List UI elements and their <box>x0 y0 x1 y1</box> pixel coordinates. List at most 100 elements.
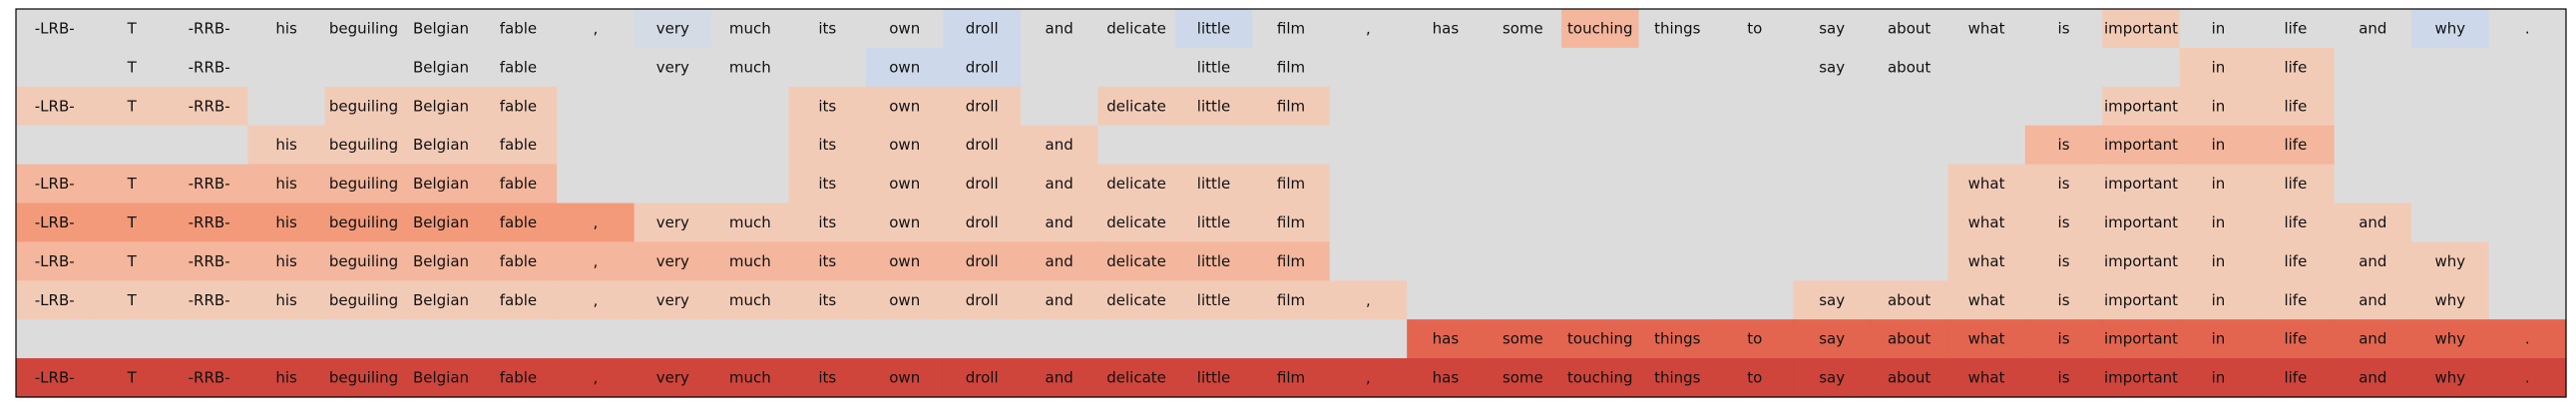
cell-token-label: say <box>1819 19 1845 37</box>
cell-token-label: about <box>1888 291 1931 309</box>
cell-token-label: film <box>1277 369 1305 387</box>
heatmap-cell <box>866 319 945 359</box>
heatmap-cell <box>2488 47 2567 88</box>
cell-token-label: touching <box>1567 369 1633 387</box>
heatmap-cell <box>866 164 945 205</box>
heatmap-cell <box>1793 86 1872 127</box>
heatmap-cell <box>788 125 867 166</box>
cell-token-label: say <box>1819 291 1845 309</box>
heatmap-cell <box>1793 9 1872 49</box>
heatmap-cell <box>93 9 172 49</box>
heatmap-cell <box>1097 358 1176 398</box>
heatmap-cell <box>479 47 558 88</box>
heatmap-cell <box>479 203 558 242</box>
heatmap-cell <box>634 9 712 49</box>
cell-token-label: his <box>275 291 297 309</box>
cell-token-label: life <box>2284 58 2307 76</box>
cell-token-label: delicate <box>1106 97 1166 115</box>
heatmap-cell <box>1097 86 1176 127</box>
cell-token-label: and <box>2359 252 2386 270</box>
heatmap-cell <box>1174 47 1253 88</box>
heatmap-cell <box>557 358 636 398</box>
cell-token-label: Belgian <box>413 369 469 387</box>
cell-token-label: and <box>1046 175 1073 193</box>
cell-token-label: -RRB- <box>189 291 230 309</box>
heatmap-cell <box>788 203 867 242</box>
cell-token-label: much <box>729 252 771 270</box>
heatmap-cell <box>170 280 248 320</box>
cell-token-label: about <box>1888 19 1931 37</box>
cell-token-label: T <box>127 97 138 115</box>
cell-token-label: T <box>127 252 138 270</box>
heatmap-cell <box>479 358 558 398</box>
cell-token-label: about <box>1888 369 1931 387</box>
heatmap-cell <box>943 280 1022 320</box>
cell-token-label: droll <box>966 291 999 309</box>
heatmap-cell <box>1174 241 1253 281</box>
cell-token-label: , <box>594 369 599 387</box>
cell-token-label: in <box>2212 291 2226 309</box>
heatmap-cell <box>2411 203 2490 242</box>
heatmap-cell <box>1329 241 1408 281</box>
heatmap-cell <box>1561 319 1640 359</box>
heatmap-cell <box>2257 86 2336 127</box>
heatmap-cell <box>1484 47 1562 88</box>
heatmap-cell <box>247 9 326 49</box>
cell-token-label: about <box>1888 330 1931 348</box>
heatmap-cell <box>324 9 403 49</box>
cell-token-label: in <box>2212 175 2226 193</box>
heatmap-cell <box>1252 164 1331 205</box>
heatmap-cell <box>170 47 248 88</box>
heatmap-frame <box>15 8 2567 398</box>
cell-token-label: -LRB- <box>35 291 75 309</box>
heatmap-cell <box>1329 280 1408 320</box>
heatmap-cell <box>402 9 481 49</box>
heatmap-cell <box>943 241 1022 281</box>
heatmap-cell <box>1947 319 2026 359</box>
heatmap-cell <box>1870 280 1948 320</box>
heatmap-cell <box>1793 319 1872 359</box>
heatmap-cell <box>1020 241 1098 281</box>
heatmap-cell <box>1793 125 1872 166</box>
cell-token-label: things <box>1654 330 1701 348</box>
heatmap-cell <box>93 319 172 359</box>
cell-token-label: T <box>127 369 138 387</box>
heatmap-cell <box>2334 203 2412 242</box>
cell-token-label: in <box>2212 213 2226 231</box>
heatmap-cell <box>247 358 326 398</box>
heatmap-cell <box>247 47 326 88</box>
heatmap-cell <box>1638 164 1717 205</box>
cell-token-label: and <box>2359 330 2386 348</box>
heatmap-cell <box>1716 241 1795 281</box>
cell-token-label: much <box>729 291 771 309</box>
cell-token-label: droll <box>966 175 999 193</box>
cell-token-label: its <box>818 175 836 193</box>
cell-token-label: beguiling <box>329 175 398 193</box>
cell-token-label: and <box>1046 136 1073 154</box>
heatmap-cell <box>1407 358 1486 398</box>
heatmap-cell <box>1484 319 1562 359</box>
heatmap-cell <box>16 319 95 359</box>
heatmap-cell <box>2488 203 2567 242</box>
cell-token-label: . <box>2525 330 2530 348</box>
heatmap-cell <box>479 319 558 359</box>
heatmap-cell <box>1174 319 1253 359</box>
heatmap-cell <box>16 47 95 88</box>
cell-token-label: life <box>2284 291 2307 309</box>
heatmap-cell <box>943 9 1022 49</box>
heatmap-cell <box>557 164 636 205</box>
cell-token-label: -RRB- <box>189 213 230 231</box>
cell-token-label: his <box>275 136 297 154</box>
cell-token-label: say <box>1819 369 1845 387</box>
heatmap-cell <box>1947 241 2026 281</box>
heatmap-cell <box>402 319 481 359</box>
heatmap-cell <box>1870 86 1948 127</box>
cell-token-label: little <box>1197 291 1231 309</box>
heatmap-cell <box>2488 241 2567 281</box>
heatmap-cell <box>2102 358 2181 398</box>
heatmap-cell <box>1947 164 2026 205</box>
